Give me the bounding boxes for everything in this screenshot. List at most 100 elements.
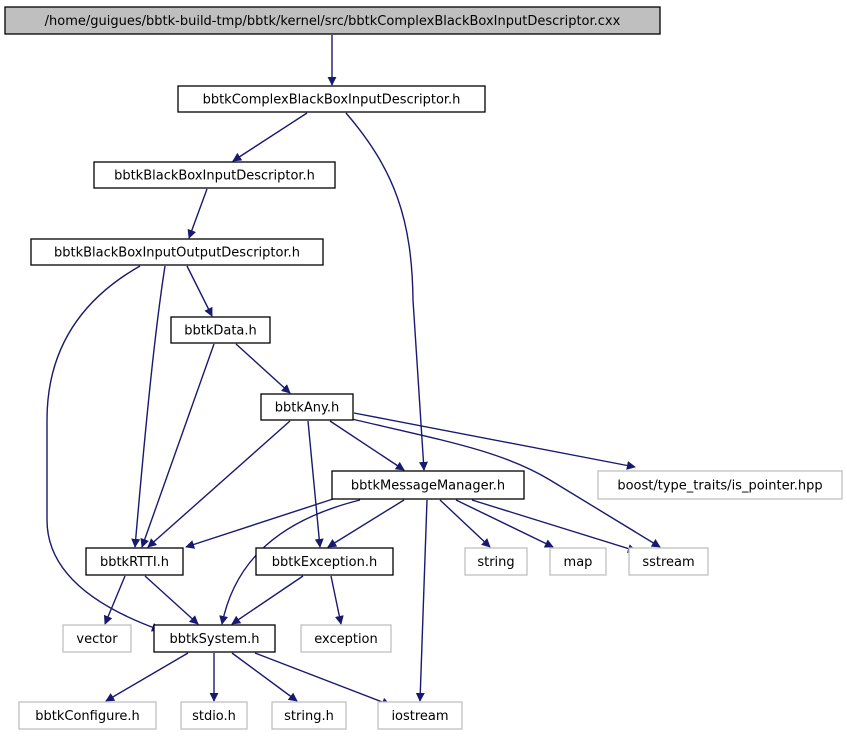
node-box [30, 238, 324, 266]
edge-msg_h-to-exc_h [327, 499, 405, 548]
node-label: string [477, 555, 514, 570]
edge-arrow [455, 499, 554, 548]
edge-msg_h-to-sstream [471, 499, 637, 553]
node-box [549, 547, 607, 576]
node-label: bbtkRTTI.h [100, 555, 169, 570]
edge-any_h-to-msg_h [329, 420, 405, 471]
node-box [93, 161, 336, 189]
node-box [255, 547, 394, 576]
edge-any_h-to-sstream [351, 418, 661, 548]
edge-msg_h-to-sys_h [219, 499, 361, 625]
node-label: exception [314, 632, 378, 647]
node-label: map [564, 555, 593, 570]
node-box [597, 470, 843, 500]
node-label: stdio.h [192, 709, 236, 724]
edge-arrow [105, 652, 189, 702]
node-box [153, 624, 276, 653]
edge-arrow [46, 265, 161, 632]
node-stdio: stdio.h [180, 701, 248, 730]
node-any-h[interactable]: bbtkAny.h [260, 393, 354, 421]
node-msg-h[interactable]: bbtkMessageManager.h [331, 470, 525, 500]
edge-arrow [329, 420, 405, 471]
node-boost: boost/type_traits/is_pointer.hpp [597, 470, 843, 500]
node-box [62, 624, 132, 653]
edge-rtti_h-to-vector [103, 575, 126, 625]
edge-arrow [140, 343, 215, 548]
node-bbin-h[interactable]: bbtkBlackBoxInputDescriptor.h [93, 161, 336, 189]
edge-arrow [235, 343, 291, 394]
node-label: bbtkBlackBoxInputOutputDescriptor.h [54, 246, 300, 261]
node-box [85, 547, 184, 576]
node-label: bbtkConfigure.h [35, 709, 140, 724]
node-box [628, 547, 709, 576]
edge-arrow [471, 499, 637, 553]
node-box [377, 701, 463, 730]
node-box [464, 547, 528, 576]
node-label: bbtkBlackBoxInputDescriptor.h [114, 169, 315, 184]
node-complex-h[interactable]: bbtkComplexBlackBoxInputDescriptor.h [177, 85, 486, 113]
node-label: bbtkException.h [272, 555, 377, 570]
node-box [18, 701, 157, 730]
edge-arrow [131, 265, 166, 548]
edge-arrow [144, 575, 199, 625]
node-string: string [464, 547, 528, 576]
edge-exc_h-to-exception [330, 575, 344, 625]
edge-arrow [327, 499, 405, 548]
edge-any_h-to-rtti_h [147, 420, 291, 548]
edge-arrow [345, 112, 428, 471]
node-data-h[interactable]: bbtkData.h [170, 316, 271, 344]
edge-arrow [232, 112, 308, 162]
edge-msg_h-to-map [455, 499, 554, 548]
node-label: bbtkMessageManager.h [351, 479, 505, 494]
edge-msg_h-to-iostream [415, 499, 428, 702]
node-conf-h: bbtkConfigure.h [18, 701, 157, 730]
node-box [170, 316, 271, 344]
edge-bbio_h-to-sys_h [46, 265, 161, 632]
edge-sys_h-to-conf_h [105, 652, 189, 702]
edge-arrow [231, 652, 298, 702]
node-label: sstream [642, 555, 694, 570]
node-label: bbtkData.h [184, 324, 257, 339]
edge-bbio_h-to-data_h [186, 265, 213, 317]
node-label: iostream [391, 709, 448, 724]
edge-data_h-to-any_h [235, 343, 291, 394]
edge-arrow [103, 575, 126, 625]
node-label: bbtkComplexBlackBoxInputDescriptor.h [203, 93, 461, 108]
edge-rtti_h-to-sys_h [144, 575, 199, 625]
node-string-h: string.h [271, 701, 347, 730]
edge-arrow [353, 412, 636, 470]
edge-msg_h-to-rtti_h [185, 498, 334, 549]
node-root[interactable]: /home/guigues/bbtk-build-tmp/bbtk/kernel… [4, 6, 661, 35]
edge-arrow [439, 499, 491, 548]
edge-arrow [330, 575, 344, 625]
node-label: string.h [284, 709, 334, 724]
edge-arrow [307, 420, 324, 548]
edge-bbin_h-to-bbio_h [187, 188, 208, 239]
edge-complex_h-to-msg_h [345, 112, 428, 471]
edges-layer [46, 35, 661, 707]
node-exception: exception [300, 624, 392, 653]
edge-msg_h-to-string [439, 499, 491, 548]
edge-bbio_h-to-rtti_h [131, 265, 166, 548]
edge-arrow [185, 498, 334, 549]
node-label: bbtkAny.h [275, 401, 339, 416]
edge-arrow [231, 575, 304, 625]
node-box [331, 470, 525, 500]
node-exc-h[interactable]: bbtkException.h [255, 547, 394, 576]
edge-complex_h-to-bbin_h [232, 112, 308, 162]
node-bbio-h[interactable]: bbtkBlackBoxInputOutputDescriptor.h [30, 238, 324, 266]
edge-data_h-to-rtti_h [140, 343, 215, 548]
node-label: /home/guigues/bbtk-build-tmp/bbtk/kernel… [45, 14, 621, 29]
node-label: bbtkSystem.h [170, 632, 260, 647]
node-sys-h[interactable]: bbtkSystem.h [153, 624, 276, 653]
edge-arrow [147, 420, 291, 548]
node-box [271, 701, 347, 730]
edge-arrow [351, 418, 661, 548]
node-map: map [549, 547, 607, 576]
nodes-layer: /home/guigues/bbtk-build-tmp/bbtk/kernel… [4, 6, 843, 730]
node-box [177, 85, 486, 113]
edge-arrow [219, 499, 361, 625]
node-box [180, 701, 248, 730]
node-rtti-h[interactable]: bbtkRTTI.h [85, 547, 184, 576]
node-label: boost/type_traits/is_pointer.hpp [617, 479, 822, 494]
